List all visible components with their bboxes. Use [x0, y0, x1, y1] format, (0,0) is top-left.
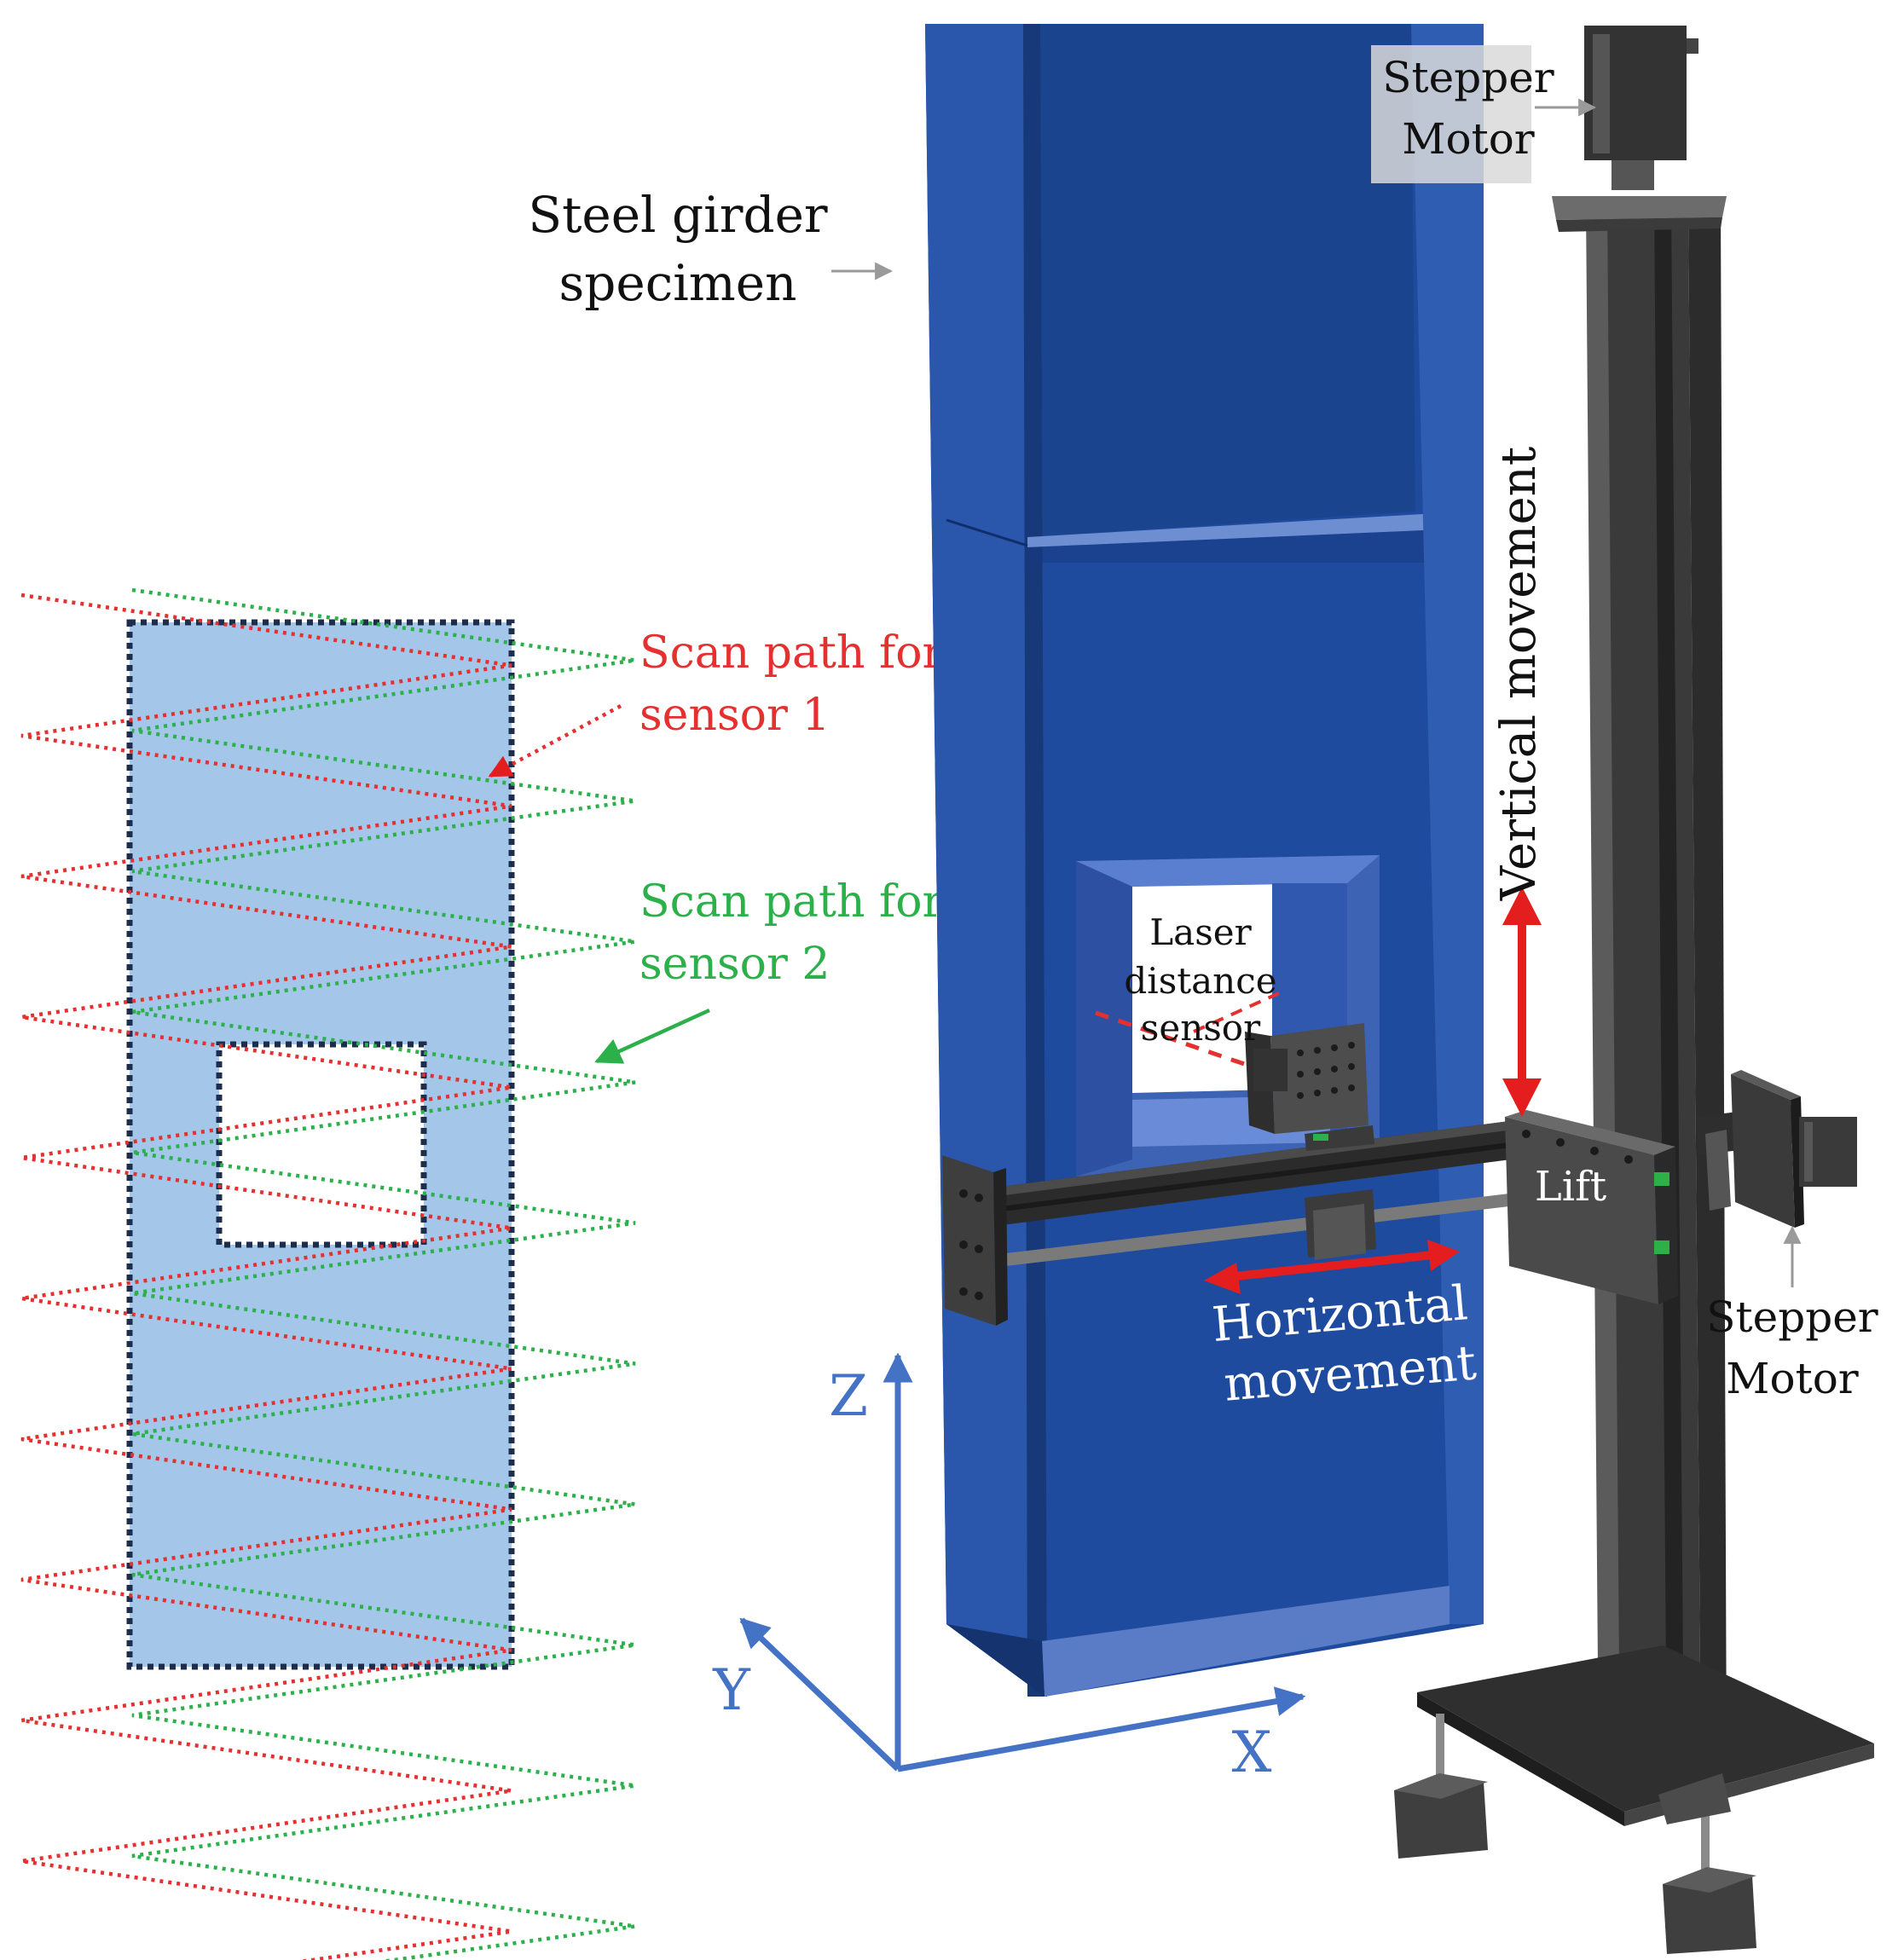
panel-opening — [216, 1041, 427, 1248]
horizontal-shaft — [1006, 1194, 1509, 1266]
girder-label-line1: Steel girder — [528, 186, 828, 244]
laser-sensor-assembly — [1095, 992, 1369, 1134]
horizontal-movement-arrow — [1204, 1240, 1460, 1294]
girder-bottom-flange — [1042, 1586, 1450, 1697]
scan-panel — [20, 587, 636, 1960]
vertical-movement-label: Vertical movement — [1491, 446, 1547, 901]
axis-z-label: Z — [829, 1363, 868, 1429]
base-assembly — [1394, 1645, 1874, 1954]
scan-path-2-label-line2: sensor 2 — [639, 939, 830, 990]
girder-label-line2: specimen — [559, 254, 797, 312]
top-motor-label-line1: Stepper — [1382, 53, 1554, 102]
axis-x-line — [897, 1686, 1306, 1772]
laser-beam — [1095, 1010, 1250, 1068]
vertical-column — [1552, 196, 1727, 1773]
scan-path-1-label-line2: sensor 1 — [639, 690, 830, 741]
sensor-2-leader — [594, 1008, 710, 1064]
axis-x-label: X — [1232, 1720, 1272, 1785]
sensor-1-zigzag — [20, 593, 512, 1960]
axis-y-label: Y — [712, 1657, 751, 1723]
girder-stiffener — [1027, 512, 1467, 547]
right-motor-label-line2: Motor — [1726, 1354, 1858, 1403]
scan-path-2-label-line1: Scan path for — [639, 876, 944, 928]
coordinate-axes — [739, 1352, 1306, 1772]
lift-carriage — [1505, 1110, 1678, 1304]
top-motor-label-line2: Motor — [1402, 114, 1534, 164]
right-stepper-assembly — [1697, 1070, 1857, 1228]
laser-label-line1: Laser — [1149, 911, 1252, 953]
lift-label: Lift — [1535, 1163, 1606, 1211]
web-opening — [1076, 855, 1380, 1177]
laser-label-line3: sensor — [1141, 1007, 1261, 1049]
top-stepper-motor — [1584, 26, 1698, 190]
top-motor-label-bg — [1371, 45, 1531, 183]
vertical-movement-arrow — [1502, 887, 1542, 1117]
scan-path-1-label-line1: Scan path for — [639, 627, 944, 679]
laser-label-line2: distance — [1124, 960, 1276, 1002]
horizontal-rail — [942, 1121, 1513, 1326]
right-motor-label-line1: Stepper — [1706, 1292, 1878, 1342]
axis-y-line — [739, 1617, 900, 1772]
sensor-1-scan-path — [20, 593, 512, 1960]
